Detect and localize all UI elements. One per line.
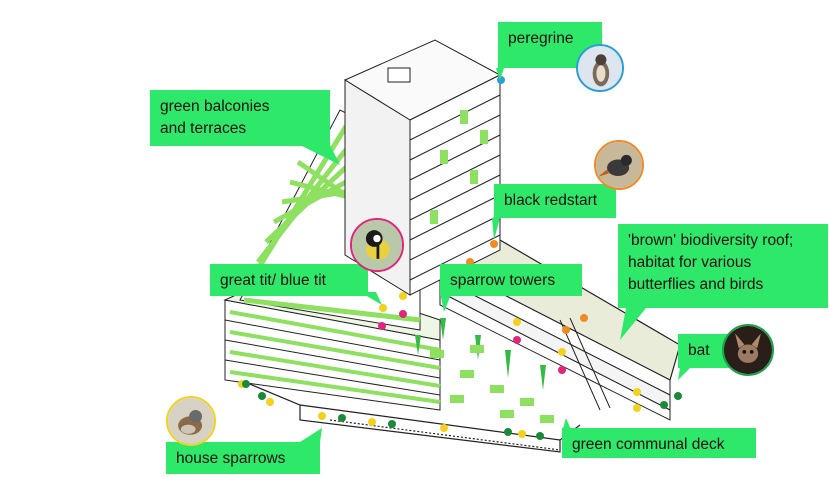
deck-planting xyxy=(430,345,554,423)
label-house-sparrows: house sparrows xyxy=(166,442,320,474)
label-sparrow-towers: sparrow towers xyxy=(440,264,582,296)
label-brown-roof: 'brown' biodiversity roof; habitat for v… xyxy=(618,224,828,308)
peregrine-photo-icon xyxy=(576,44,624,92)
house-sparrow-photo-icon xyxy=(166,396,216,446)
bat-photo-icon xyxy=(722,324,774,376)
habitat-dots xyxy=(238,76,682,440)
black-redstart-photo-icon xyxy=(594,140,644,190)
label-green-balconies: green balconies and terraces xyxy=(150,90,330,146)
label-great-tit: great tit/ blue tit xyxy=(210,264,368,296)
label-pointers xyxy=(300,68,690,442)
label-black-redstart: black redstart xyxy=(494,184,616,218)
sparrow-towers-markers xyxy=(415,318,546,390)
label-communal-deck: green communal deck xyxy=(562,428,756,458)
great-tit-photo-icon xyxy=(350,218,404,272)
